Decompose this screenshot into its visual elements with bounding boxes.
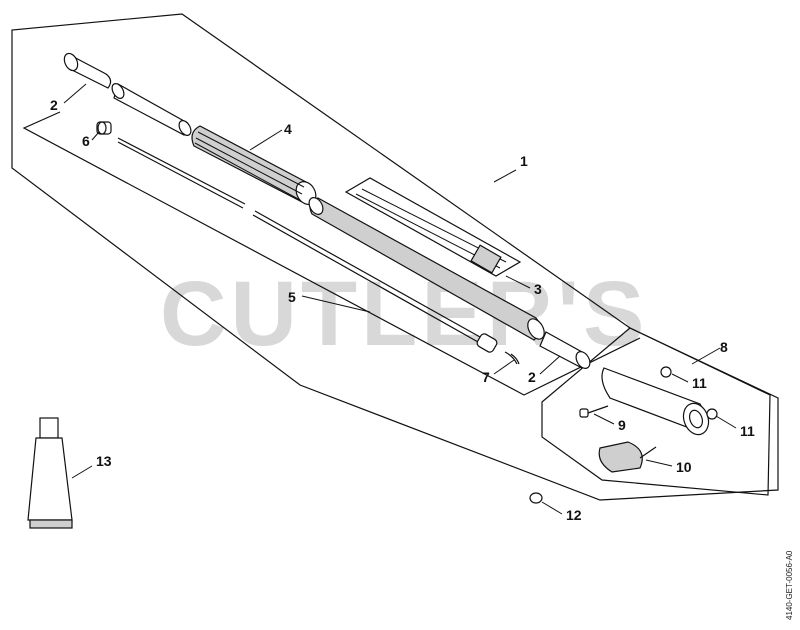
nut-upper	[660, 366, 672, 378]
grease-tube	[27, 417, 73, 529]
leader-5	[301, 295, 371, 313]
leader-12	[541, 501, 563, 515]
document-id: 4140-GET-0056-A0	[785, 550, 794, 620]
callout-5: 5	[288, 289, 296, 305]
leader-2a	[63, 83, 87, 104]
leader-2b	[539, 355, 561, 375]
callout-12: 12	[566, 507, 582, 523]
callout-8: 8	[720, 339, 728, 355]
assembly-outline-main	[11, 13, 779, 501]
drive-shaft-lower	[254, 210, 481, 338]
leader-11a	[671, 373, 689, 383]
callout-4: 4	[284, 121, 292, 137]
washer	[529, 492, 543, 504]
leader-4	[249, 129, 283, 151]
callout-10: 10	[676, 459, 692, 475]
callout-11-upper: 11	[692, 375, 707, 391]
leader-11b	[715, 415, 737, 429]
leader-8	[691, 347, 721, 365]
leader-9	[593, 413, 615, 425]
wing-knob	[598, 441, 657, 473]
leader-10	[645, 459, 673, 467]
upper-short-tube	[111, 83, 192, 136]
leader-7	[493, 359, 515, 375]
callout-6: 6	[82, 133, 90, 149]
screw	[579, 405, 609, 418]
bushing	[96, 121, 112, 135]
drive-shaft-upper-2	[117, 141, 244, 209]
nut-lower	[706, 408, 718, 420]
retaining-clip	[504, 351, 520, 365]
leader-1	[493, 169, 517, 183]
drive-shaft-end	[476, 333, 498, 353]
grip-hose	[191, 125, 317, 205]
callout-9: 9	[618, 417, 626, 433]
callout-3: 3	[534, 281, 542, 297]
callout-11-lower: 11	[740, 423, 755, 439]
callout-2-top: 2	[50, 97, 58, 113]
callout-2-bottom: 2	[528, 369, 536, 385]
main-tube	[308, 197, 545, 341]
drive-shaft-upper	[117, 137, 246, 205]
leader-3	[505, 275, 531, 289]
sleeve-part-bottom	[539, 331, 591, 369]
callout-13: 13	[96, 453, 112, 469]
clamp-bracket	[601, 367, 710, 436]
decal-label	[344, 177, 522, 277]
sleeve-part-top	[63, 52, 112, 89]
callout-1: 1	[520, 153, 528, 169]
callout-7: 7	[482, 369, 490, 385]
assembly-outline-clamp	[541, 327, 771, 496]
drive-shaft-lower-2	[252, 214, 479, 343]
leader-6	[91, 131, 100, 141]
leader-13	[71, 465, 93, 479]
